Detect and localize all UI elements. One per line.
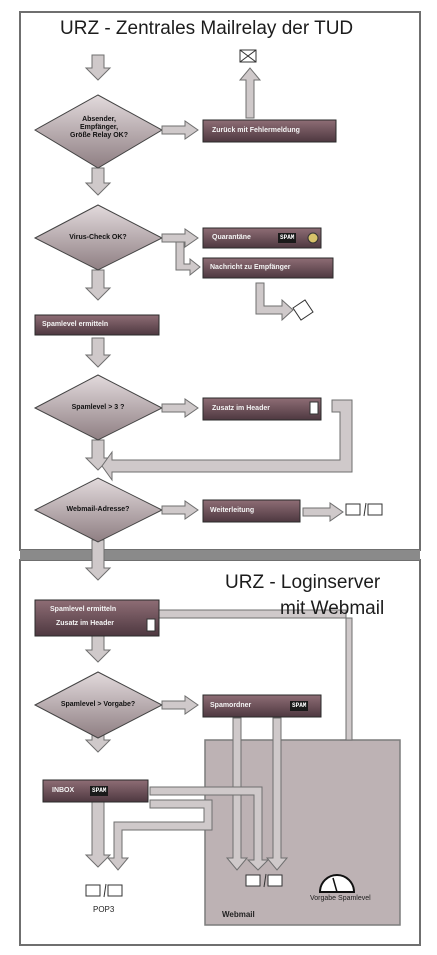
decision-spamlevel-3: Spamlevel > 3 ? [71, 404, 125, 411]
webmail-label: Webmail [222, 910, 255, 919]
box-spamlevel-header-1: Spamlevel ermitteln [50, 606, 117, 613]
decision-virus-check: Virus-Check OK? [69, 234, 127, 241]
loginserver-title-line1: URZ - Loginserver [225, 572, 381, 593]
box-forward: Weiterleitung [210, 507, 255, 514]
box-quarantine: Quarantäne [212, 234, 251, 241]
box-spamlevel: Spamlevel ermitteln [42, 321, 109, 328]
box-notify-recipient: Nachricht zu Empfänger [210, 264, 291, 271]
process-boxes [34, 119, 337, 803]
mailrelay-title: URZ - Zentrales Mailrelay der TUD [60, 18, 354, 39]
gauge-label: Vorgabe Spamlevel [310, 895, 371, 902]
gauge-icon [318, 874, 356, 893]
inbox-arrows [106, 786, 270, 871]
loop-arrow [101, 399, 353, 482]
branch-arrows [161, 67, 344, 715]
spam-tag-inbox: SPAM [90, 786, 109, 796]
box-header-add: Zusatz im Header [212, 405, 270, 412]
panel-divider [20, 550, 420, 560]
envelope-icon [292, 299, 314, 321]
decision-diamonds [33, 94, 164, 739]
box-inbox: INBOX [52, 787, 75, 794]
spam-doc-icon [146, 401, 319, 632]
spam-tag-quarantine: SPAM [278, 233, 297, 243]
decision-spamlevel-vorgabe: Spamlevel > Vorgabe? [60, 701, 136, 708]
box-spamordner: Spamordner [210, 702, 252, 709]
decision-relay-check: Absender, Empfänger, Größe Relay OK? [70, 116, 128, 139]
biohazard-icon [307, 232, 319, 244]
slash-marks [103, 502, 367, 898]
box-reject: Zurück mit Fehlermeldung [212, 127, 300, 134]
loginserver-title-line2: mit Webmail [280, 598, 385, 619]
decision-webmail-address: Webmail-Adresse? [66, 506, 130, 513]
spam-tag-spamordner: SPAM [290, 701, 309, 711]
protocols-label: POP3 [93, 905, 115, 914]
main-flow-arrows [84, 54, 112, 868]
trash-envelope-icon [239, 49, 257, 63]
delivery-envelopes-icon [85, 874, 283, 897]
forward-envelopes-icon [345, 503, 383, 516]
box-spamlevel-header-2: Zusatz im Header [56, 620, 114, 627]
